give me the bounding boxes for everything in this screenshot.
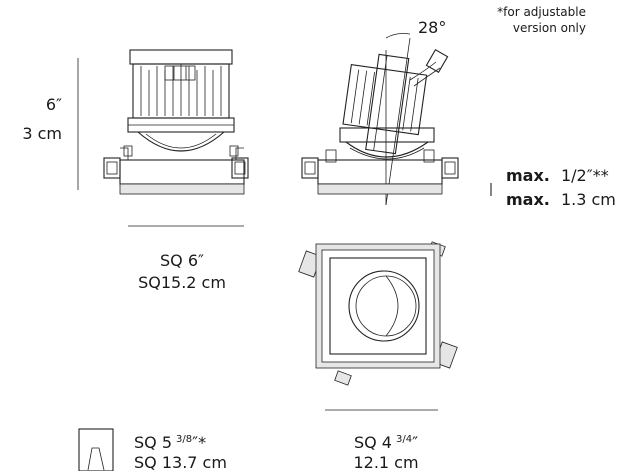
sq-b-cm-label: SQ 13.7 cm <box>134 453 227 471</box>
height-inch-label: 6″ <box>46 95 62 114</box>
cutout-icon <box>78 428 114 471</box>
sq-a-inch-label: SQ 6″ <box>160 251 204 270</box>
sq-c-inch-label: SQ 4 3/4″ <box>354 433 418 452</box>
sq-b-base: SQ 5 <box>134 433 172 452</box>
side-view-adjustable <box>301 33 459 206</box>
sq-c-suffix: ″ <box>412 433 418 452</box>
max-inch-value: 1/2″** <box>561 166 609 185</box>
max-inch-label: max. 1/2″** <box>506 166 609 185</box>
sq-a-cm-label: SQ15.2 cm <box>138 273 226 292</box>
max-cm-label: max. 1.3 cm <box>506 190 616 209</box>
sq-c-base: SQ 4 <box>354 433 392 452</box>
sq-b-suffix: ″* <box>192 433 206 452</box>
note-line-2: version only <box>513 21 586 35</box>
max-cm-value: 1.3 cm <box>561 190 616 209</box>
angle-label: 28° <box>418 18 446 37</box>
sq-b-inch-label: SQ 5 3/8″* <box>134 433 206 452</box>
height-cm-label: 3 cm <box>22 124 62 143</box>
max-cm-prefix: max. <box>506 190 550 209</box>
sq-c-cm-label: 12.1 cm <box>353 453 418 471</box>
max-inch-prefix: max. <box>506 166 550 185</box>
note-line-1: *for adjustable <box>497 5 586 19</box>
sq-b-fraction: 3/8 <box>176 434 192 445</box>
side-view-fixed <box>103 49 249 195</box>
sq-c-fraction: 3/4 <box>396 434 412 445</box>
top-view-square <box>298 241 458 386</box>
